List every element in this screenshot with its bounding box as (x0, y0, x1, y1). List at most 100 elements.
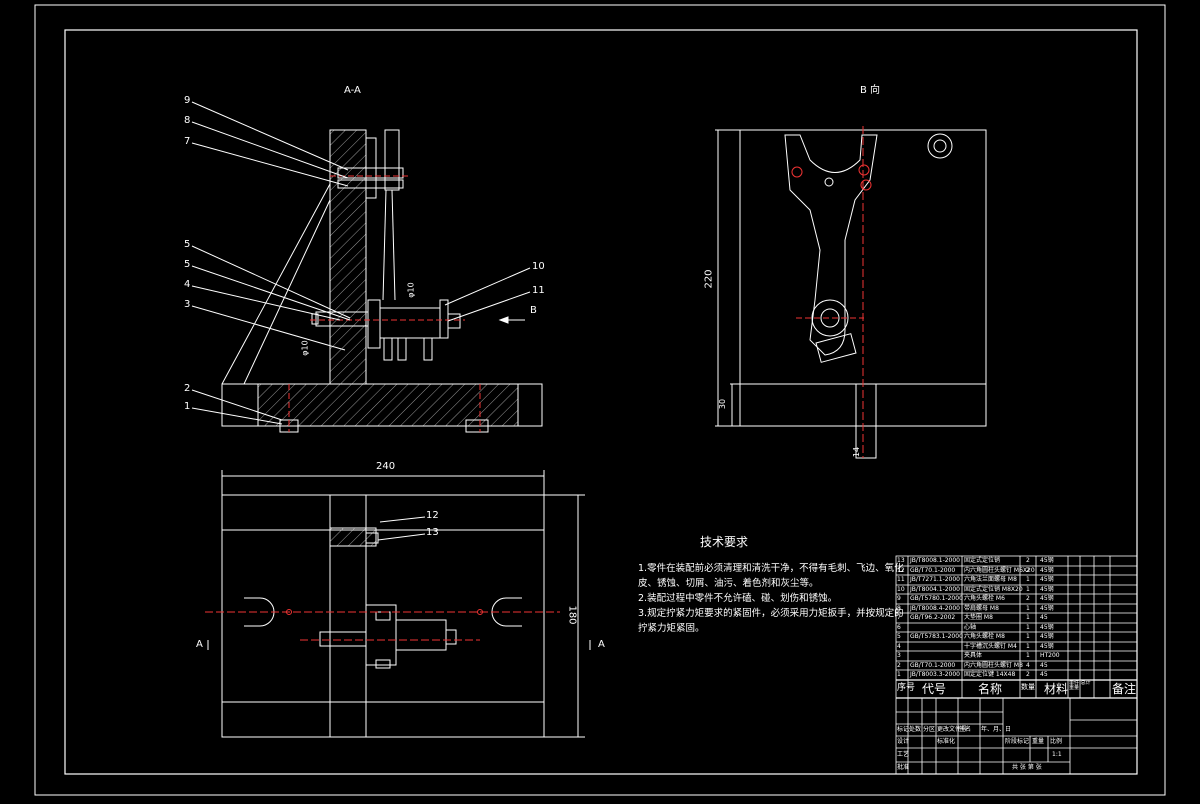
part-label: 13 (426, 527, 439, 538)
bom-cell-no: 8 (897, 604, 901, 612)
bom-cell-code: JB/T7271.1-2000 (910, 576, 961, 583)
bom-cell-qty: 1 (1026, 652, 1030, 659)
part-label: 1 (184, 401, 191, 412)
part-label: 12 (426, 510, 439, 521)
dim-b-base: 30 (718, 398, 728, 410)
part-label: 3 (184, 299, 191, 310)
bom-cell-mat: 45 (1040, 661, 1048, 669)
bom-cell-name: 六角法兰面螺母 M8 (964, 576, 1017, 583)
requirement-line: 2.装配过程中零件不允许磕、碰、划伤和锈蚀。 (638, 593, 838, 604)
part-label: 7 (184, 136, 191, 147)
part-label: 10 (532, 261, 545, 272)
bom-cell-no: 12 (897, 566, 905, 574)
bom-cell-no: 4 (897, 642, 901, 650)
outer-border (34, 4, 1166, 796)
bom-cell-code: GB/T5780.1-2000 (910, 595, 963, 602)
section-a-right: A (598, 639, 605, 650)
bom-cell-mat: 45钢 (1040, 576, 1054, 583)
bom-header-mat: 材料 (1044, 682, 1069, 696)
bom-cell-mat: 45钢 (1040, 557, 1054, 564)
part-label: 5 (184, 259, 191, 270)
bom-cell-code: JB/T8004.1-2000 (910, 585, 961, 593)
view-b (715, 126, 987, 459)
tb-weight: 重量 (1032, 738, 1045, 745)
requirement-line: 皮、锈蚀、切屑、油污、着色剂和灰尘等。 (638, 578, 819, 589)
requirement-line: 拧紧力矩紧固。 (638, 623, 705, 634)
bom-cell-code: GB/T96.2-2002 (910, 614, 956, 621)
tb-sheets: 共 张 第 张 (1012, 764, 1042, 771)
bom-cell-qty: 4 (1026, 661, 1030, 669)
tb-stage: 阶段标记 (1005, 738, 1030, 745)
bom-cell-name: 夹具体 (964, 652, 983, 659)
dim-plan-height: 180 (566, 605, 578, 625)
bom-cell-code: JB/T8008.1-2000 (910, 557, 961, 564)
bom-cell-code: GB/T70.1-2000 (910, 661, 956, 669)
bom-header-remark: 备注 (1112, 682, 1137, 696)
bom-cell-no: 11 (897, 576, 905, 583)
bom-header-name: 名称 (978, 682, 1003, 696)
tb-doc: 更改文件号 (937, 726, 968, 733)
bom-cell-qty: 1 (1026, 614, 1030, 621)
bom-cell-mat: 45钢 (1040, 642, 1054, 650)
bom-cell-code: GB/T70.1-2000 (910, 566, 956, 574)
dim-plan-width: 240 (376, 461, 396, 472)
dim-b-height: 220 (703, 269, 715, 289)
bom-cell-qty: 2 (1026, 595, 1030, 602)
bom-cell-name: 六角头螺栓 M6 (964, 595, 1005, 602)
bom-cell-mat: 45 (1040, 614, 1048, 621)
part-label: 4 (184, 279, 191, 290)
tb-count: 处数 (909, 726, 922, 733)
tb-sign: 签名 (959, 726, 972, 733)
plan-view (205, 470, 591, 738)
part-label: 11 (532, 285, 545, 296)
tb-std: 标准化 (937, 738, 956, 745)
inner-border (64, 29, 1138, 775)
tb-mark: 标记 (897, 726, 910, 733)
bom-cell-no: 13 (897, 557, 905, 564)
requirements-title: 技术要求 (700, 535, 749, 549)
dim-side: φ10 (300, 340, 310, 356)
dim-b-bottom: 14 (852, 446, 862, 458)
bom-cell-no: 7 (897, 614, 901, 621)
bom-cell-qty: 1 (1026, 623, 1030, 631)
view-b-title: B 向 (860, 85, 881, 96)
bom-cell-qty: 1 (1026, 642, 1030, 650)
bom-cell-mat: 45 (1040, 671, 1048, 678)
bom-cell-name: 内六角圆柱头螺钉 M6X20 (964, 566, 1035, 574)
section-a-left: A (196, 639, 203, 650)
bom-cell-mat: 45钢 (1040, 623, 1054, 631)
bom-cell-qty: 2 (1026, 557, 1030, 564)
tb-date: 年、月、日 (981, 726, 1012, 733)
bom-cell-no: 10 (897, 585, 905, 593)
bom-header-code: 代号 (922, 682, 947, 696)
bom-cell-code: JB/T8008.4-2000 (910, 604, 961, 612)
bom-cell-no: 1 (897, 671, 901, 678)
bom-cell-name: 固定定位键 14X48 (964, 671, 1016, 678)
bom-cell-no: 3 (897, 652, 901, 659)
part-label: 9 (184, 95, 191, 106)
requirement-line: 1.零件在装配前必须清理和清洗干净，不得有毛刺、飞边、氧化 (638, 563, 904, 574)
part-label: 8 (184, 115, 191, 126)
bom-cell-name: 十字槽沉头螺钉 M4 (964, 642, 1017, 650)
bom-cell-qty: 2 (1026, 566, 1030, 574)
bom-cell-name: 大垫圈 M8 (964, 614, 993, 621)
bom-cell-no: 6 (897, 623, 901, 631)
bom-header-no: 序号 (897, 683, 916, 693)
bom-cell-mat: 45钢 (1040, 585, 1054, 593)
bom-cell-no: 2 (897, 661, 901, 669)
part-label: 2 (184, 383, 191, 394)
bom-cell-mat: HT200 (1040, 652, 1060, 659)
bom-cell-name: 六角头螺栓 M8 (964, 633, 1005, 640)
bom-cell-qty: 1 (1026, 633, 1030, 640)
bom-cell-name: 带肩螺母 M8 (964, 604, 999, 612)
bom-header-weight: 单件 总计 重量 (1069, 680, 1091, 691)
dim-side2: φ10 (406, 282, 416, 298)
bom-cell-code: GB/T5783.1-2000 (910, 633, 963, 640)
tb-process: 工艺 (897, 751, 910, 758)
bom-cell-mat: 45钢 (1040, 604, 1054, 612)
bom-cell-no: 9 (897, 595, 901, 602)
bom-cell-mat: 45钢 (1040, 595, 1054, 602)
bom-cell-code: JB/T8003.3-2000 (910, 671, 961, 678)
part-label: 5 (184, 239, 191, 250)
